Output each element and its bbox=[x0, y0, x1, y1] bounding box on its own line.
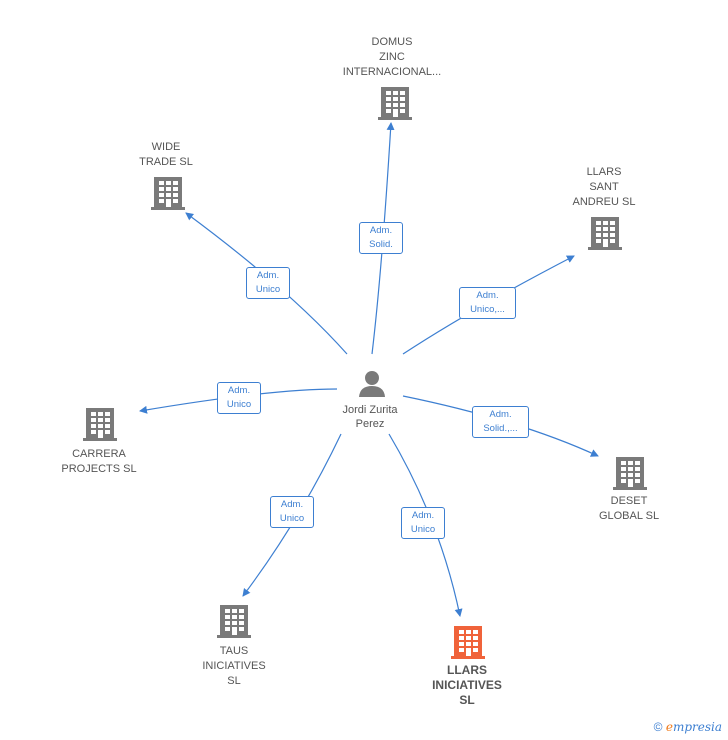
center-person-label[interactable]: Jordi Zurita Perez bbox=[320, 403, 420, 431]
node-label-line: CARRERA bbox=[72, 448, 126, 460]
edge-label-wide[interactable]: Adm. Unico bbox=[246, 267, 290, 299]
edge-label-domus[interactable]: Adm. Solid. bbox=[359, 222, 403, 254]
edge-label-line: Adm. bbox=[256, 270, 280, 281]
node-label-line: SL bbox=[227, 675, 241, 687]
node-label-deset[interactable]: DESET GLOBAL SL bbox=[564, 494, 694, 524]
edge-label-line: Unico,... bbox=[470, 304, 505, 315]
edge-domus bbox=[371, 122, 395, 355]
node-label-llars-iniciatives[interactable]: LLARS INICIATIVES SL bbox=[402, 663, 532, 708]
person-icon bbox=[359, 371, 385, 397]
node-label-line: ZINC bbox=[379, 51, 405, 63]
edge-label-line: Unico bbox=[279, 513, 305, 524]
edge-label-line: Solid.,... bbox=[483, 423, 518, 434]
node-label-line: INICIATIVES bbox=[432, 678, 502, 692]
node-label-llars-sant[interactable]: LLARS SANT ANDREU SL bbox=[539, 165, 669, 210]
node-label-line: TRADE SL bbox=[139, 156, 193, 168]
center-name-line1: Jordi Zurita bbox=[342, 404, 398, 416]
node-label-line: INTERNACIONAL... bbox=[342, 66, 442, 78]
brand-first-letter: e bbox=[665, 720, 673, 734]
node-label-line: WIDE bbox=[151, 141, 181, 153]
edge-label-carrera[interactable]: Adm. Unico bbox=[217, 382, 261, 414]
node-label-line: DESET bbox=[610, 495, 648, 507]
node-label-line: TAUS bbox=[219, 645, 249, 657]
building-icon bbox=[378, 87, 412, 120]
node-label-taus[interactable]: TAUS INICIATIVES SL bbox=[169, 644, 299, 689]
edge-label-line: Solid. bbox=[369, 239, 393, 250]
edge-label-line: Unico bbox=[255, 284, 281, 295]
node-label-line: LLARS bbox=[447, 663, 487, 677]
brand-footer[interactable]: © empresia bbox=[654, 720, 722, 734]
node-label-line: GLOBAL SL bbox=[598, 510, 660, 522]
node-label-line: SANT bbox=[589, 181, 619, 193]
node-label-line: DOMUS bbox=[371, 36, 413, 48]
edge-label-llars-sant[interactable]: Adm. Unico,... bbox=[459, 287, 516, 319]
node-label-wide[interactable]: WIDE TRADE SL bbox=[101, 140, 231, 170]
building-icon bbox=[83, 408, 117, 441]
edge-label-line: Unico bbox=[226, 399, 252, 410]
node-label-line: INICIATIVES bbox=[202, 660, 266, 672]
node-label-line: LLARS bbox=[586, 166, 622, 178]
copyright-icon: © bbox=[653, 720, 663, 734]
edge-label-deset[interactable]: Adm. Solid.,... bbox=[472, 406, 529, 438]
node-label-carrera[interactable]: CARRERA PROJECTS SL bbox=[34, 447, 164, 477]
building-icon bbox=[217, 605, 251, 638]
edge-label-taus[interactable]: Adm. Unico bbox=[270, 496, 314, 528]
node-label-line: ANDREU SL bbox=[572, 196, 636, 208]
building-icon bbox=[151, 177, 185, 210]
edge-label-line: Adm. bbox=[369, 225, 393, 236]
building-icon bbox=[613, 457, 647, 490]
edge-label-line: Adm. bbox=[411, 510, 435, 521]
edge-label-line: Adm. bbox=[227, 385, 251, 396]
edge-label-line: Adm. bbox=[489, 409, 512, 420]
edge-label-llars-iniciatives[interactable]: Adm. Unico bbox=[401, 507, 445, 539]
node-label-line: PROJECTS SL bbox=[61, 463, 137, 475]
brand-name: mpresia bbox=[672, 720, 722, 734]
edge-label-line: Adm. bbox=[280, 499, 304, 510]
building-icon bbox=[588, 217, 622, 250]
node-label-line: SL bbox=[459, 693, 475, 707]
center-name-line2: Perez bbox=[355, 418, 385, 430]
edge-label-line: Unico bbox=[410, 524, 436, 535]
edge-label-line: Adm. bbox=[476, 290, 499, 301]
building-icon-highlight bbox=[451, 626, 485, 659]
node-label-domus[interactable]: DOMUS ZINC INTERNACIONAL... bbox=[327, 35, 457, 80]
